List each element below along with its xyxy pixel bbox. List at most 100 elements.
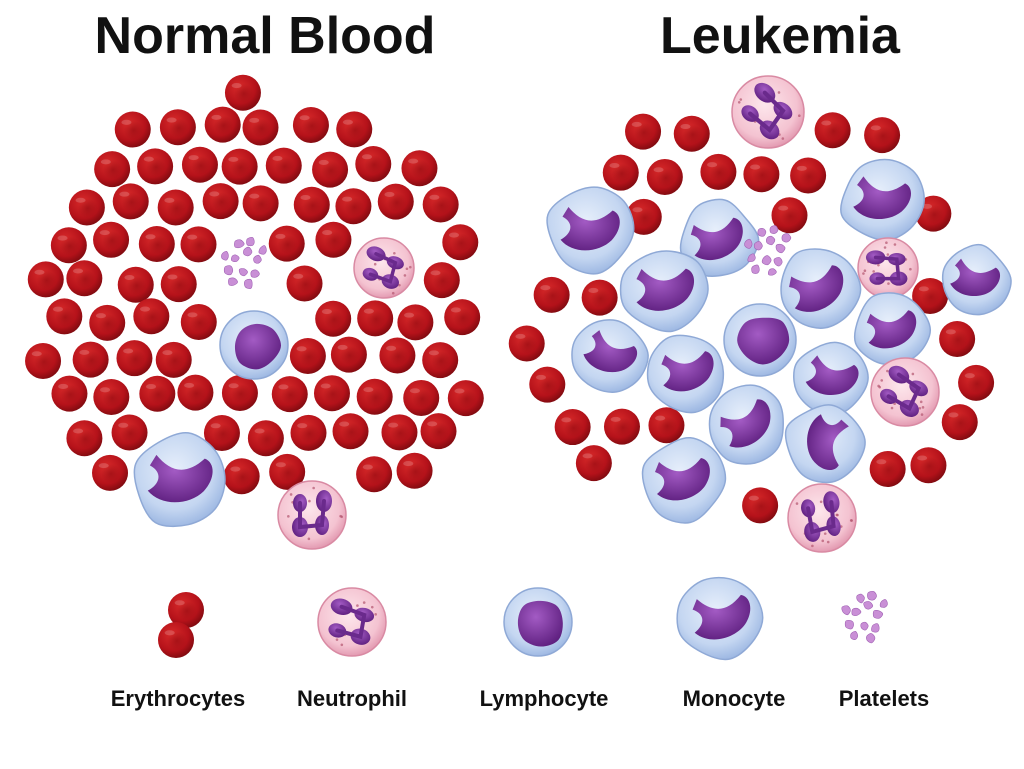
erythrocyte xyxy=(111,414,148,451)
legend-label-neutrophil: Neutrophil xyxy=(297,686,407,711)
erythrocyte xyxy=(335,188,372,225)
erythrocyte xyxy=(958,364,995,401)
neutrophil xyxy=(731,75,805,149)
erythrocyte xyxy=(160,266,197,303)
erythrocyte xyxy=(25,342,62,379)
erythrocyte xyxy=(533,276,570,313)
leukemia-title: Leukemia xyxy=(660,7,900,65)
erythrocyte xyxy=(181,146,218,183)
erythrocyte xyxy=(869,450,906,487)
erythrocyte xyxy=(66,260,103,297)
erythrocyte xyxy=(447,380,484,417)
erythrocyte xyxy=(68,189,105,226)
monocyte xyxy=(793,341,869,416)
erythrocyte xyxy=(159,109,196,146)
erythrocyte xyxy=(312,151,349,188)
erythrocyte xyxy=(941,404,978,441)
erythrocyte xyxy=(137,148,174,185)
erythrocyte xyxy=(602,154,639,191)
erythrocyte xyxy=(66,420,103,457)
erythrocyte xyxy=(94,151,131,188)
monocyte xyxy=(133,431,226,528)
erythrocyte xyxy=(648,407,685,444)
erythrocyte xyxy=(139,375,176,412)
erythrocyte xyxy=(673,115,710,152)
erythrocyte xyxy=(157,189,194,226)
legend-icon-neutrophil xyxy=(317,587,387,657)
erythrocyte xyxy=(50,227,87,264)
monocyte xyxy=(641,437,727,524)
erythrocyte xyxy=(397,304,434,341)
erythrocyte xyxy=(72,341,109,378)
erythrocyte xyxy=(939,321,976,358)
erythrocyte xyxy=(155,341,192,378)
neutrophil xyxy=(277,480,347,550)
erythrocyte xyxy=(313,375,350,412)
erythrocyte xyxy=(332,413,369,450)
erythrocyte xyxy=(93,379,130,416)
erythrocyte xyxy=(221,374,258,411)
erythrocyte xyxy=(315,221,352,258)
erythrocyte xyxy=(912,278,949,315)
erythrocyte xyxy=(396,452,433,489)
monocyte xyxy=(679,198,760,277)
erythrocyte xyxy=(51,375,88,412)
erythrocyte xyxy=(771,197,808,234)
erythrocyte xyxy=(242,109,279,146)
erythrocyte xyxy=(336,111,373,148)
erythrocyte xyxy=(422,186,459,223)
erythrocyte xyxy=(330,336,367,373)
legend-label-erythrocytes: Erythrocytes xyxy=(110,686,246,711)
erythrocyte xyxy=(286,265,323,302)
erythrocyte xyxy=(625,113,662,150)
erythrocyte xyxy=(265,147,302,184)
erythrocyte xyxy=(508,325,545,362)
erythrocyte xyxy=(89,304,126,341)
erythrocyte xyxy=(442,224,479,261)
erythrocyte xyxy=(315,300,352,337)
legend-icon-platelets xyxy=(841,590,888,644)
erythrocyte xyxy=(46,298,83,335)
monocyte xyxy=(780,248,862,329)
erythrocyte xyxy=(117,266,154,303)
monocyte xyxy=(546,186,635,275)
erythrocyte xyxy=(112,183,149,220)
erythrocyte xyxy=(743,156,780,193)
erythrocyte xyxy=(223,458,260,495)
erythrocyte xyxy=(355,145,392,182)
erythrocyte xyxy=(422,342,459,379)
erythrocyte xyxy=(700,153,737,190)
legend-icon-monocyte xyxy=(676,576,764,661)
erythrocyte xyxy=(356,456,393,493)
neutrophil xyxy=(857,237,919,299)
legend-label-lymphocyte: Lymphocyte xyxy=(479,686,609,711)
normal-blood-title: Normal Blood xyxy=(94,7,436,65)
monocyte xyxy=(708,384,784,465)
lymphocyte xyxy=(219,310,289,380)
erythrocyte xyxy=(202,183,239,220)
erythrocyte xyxy=(357,300,394,337)
legend-icon-lymphocyte xyxy=(503,587,573,657)
erythrocyte xyxy=(575,445,612,482)
erythrocyte xyxy=(403,379,440,416)
neutrophil xyxy=(787,483,857,553)
erythrocyte xyxy=(581,279,618,316)
monocyte xyxy=(571,319,649,393)
erythrocyte xyxy=(289,337,326,374)
erythrocyte xyxy=(742,487,779,524)
erythrocyte xyxy=(138,226,175,263)
lymphocyte xyxy=(723,303,797,377)
erythrocyte xyxy=(379,337,416,374)
erythrocyte xyxy=(180,304,217,341)
erythrocyte xyxy=(290,414,327,451)
erythrocyte xyxy=(423,262,460,299)
erythrocyte xyxy=(646,158,683,195)
erythrocyte xyxy=(292,106,329,143)
erythrocyte xyxy=(814,112,851,149)
legend-icon-erythrocytes xyxy=(158,622,194,658)
legend-label-platelets: Platelets xyxy=(838,686,930,711)
erythrocyte xyxy=(864,117,901,154)
platelet-cluster xyxy=(221,236,267,290)
legend-label-monocyte: Monocyte xyxy=(682,686,786,711)
